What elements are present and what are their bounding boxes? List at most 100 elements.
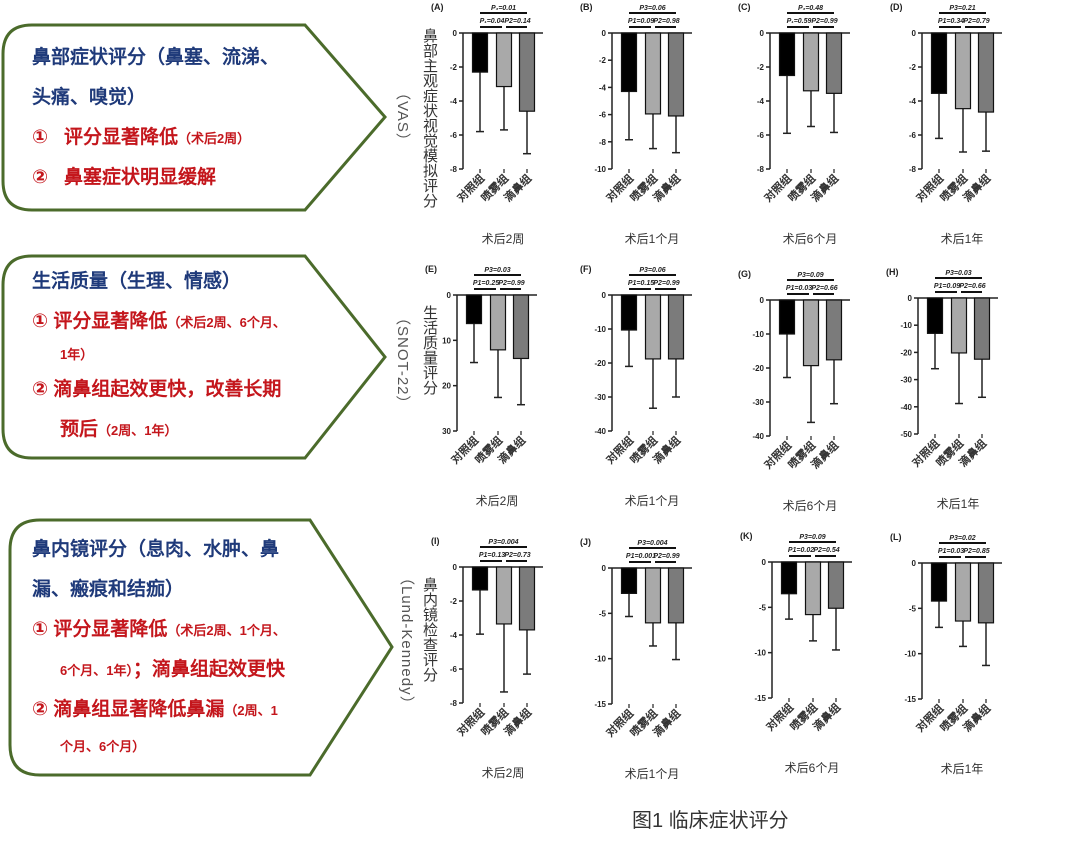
p3-label: P3=0.02 — [949, 535, 975, 542]
bar-1 — [778, 299, 796, 335]
x-axis-title: 术后1年 — [941, 762, 984, 776]
y-tick-label: -5 — [909, 604, 917, 613]
p2-label: P2=0.99 — [653, 280, 679, 287]
callout-3-title-line-2: 漏、瘢痕和结痂） — [32, 579, 185, 600]
point-text: 滴鼻组起效更快，改善长期 — [53, 379, 282, 400]
p1-label: P1=0.09 — [628, 18, 654, 25]
bar-1 — [620, 32, 638, 93]
callout-nasal-symptoms — [1, 23, 387, 212]
y-tick-label: 0 — [602, 29, 607, 38]
p1-label: P₁=0.59 — [787, 18, 812, 25]
bar-1 — [778, 32, 796, 77]
row-2-ylabel: 生活质量评分 — [421, 305, 438, 395]
callout-2-point-2: ② 滴鼻组起效更快，改善长期 — [32, 378, 281, 402]
bar-2 — [802, 299, 820, 367]
callout-2-point-2-cont: 预后（2周、1年） — [60, 418, 177, 443]
callout-1-title-line-2: 头痛、嗅觉） — [32, 87, 147, 108]
p2-label: P2=0.79 — [963, 18, 989, 25]
bar-1 — [471, 566, 489, 591]
y-tick-label: -10 — [754, 649, 766, 658]
bar-2 — [644, 294, 662, 360]
x-axis-title: 术后2周 — [482, 232, 525, 246]
y-tick-label: -4 — [757, 97, 765, 106]
y-tick-label: -20 — [900, 348, 912, 357]
x-axis-title: 术后1个月 — [625, 767, 680, 781]
callout-1-title-line-1: 鼻部症状评分（鼻塞、流涕、 — [32, 47, 280, 68]
y-tick-label: -8 — [450, 699, 458, 708]
p2-label: P2=0.14 — [504, 18, 530, 25]
y-tick-label: -4 — [909, 97, 917, 106]
y-tick-label: 0 — [602, 564, 607, 573]
p2-label: P2=0.99 — [653, 553, 679, 560]
x-axis-title: 术后2周 — [482, 766, 525, 780]
bar-3 — [518, 566, 536, 631]
p3-label: P3=0.03 — [484, 267, 510, 274]
p3-label: P3=0.21 — [949, 5, 975, 12]
y-tick-label: -50 — [900, 430, 912, 439]
point-note: （2周、1 — [224, 703, 278, 718]
p1-label: P1=0.03 — [786, 285, 812, 292]
panel-label: (C) — [738, 2, 751, 12]
point-note: （术后2周、6个月、 — [167, 315, 286, 330]
bar-1 — [620, 567, 638, 594]
p3-label: P3=0.03 — [945, 270, 971, 277]
callout-quality-of-life — [1, 254, 387, 460]
x-axis-title: 术后6个月 — [785, 761, 840, 775]
y-tick-label: -2 — [450, 597, 458, 606]
bar-1 — [465, 294, 483, 325]
p3-label: P3=0.09 — [797, 272, 823, 279]
p2-label: P2=0.54 — [813, 547, 839, 554]
panel-label: (G) — [738, 269, 751, 279]
p2-label: P2=0.85 — [963, 548, 989, 555]
point-number: ② — [32, 379, 49, 400]
row-3-ylabel: 鼻内镜检查评分 — [421, 577, 438, 682]
point-text: 评分显著降低 — [53, 311, 168, 332]
y-tick-label: 0 — [602, 291, 607, 300]
point-text: 鼻塞症状明显缓解 — [63, 167, 216, 188]
point-text-cont: ；滴鼻组起效更快 — [132, 659, 285, 680]
p2-label: P2=0.99 — [498, 280, 524, 287]
point-text: 滴鼻组显著降低鼻漏 — [53, 699, 225, 720]
panel-label: (J) — [580, 537, 591, 547]
y-tick-label: -30 — [594, 393, 606, 402]
callout-3-point-2: ② 滴鼻组显著降低鼻漏（2周、1 — [32, 698, 278, 723]
figure-caption: 图1 临床症状评分 — [632, 810, 789, 832]
p3-label: P₃=0.01 — [491, 5, 516, 12]
y-tick-label: -6 — [450, 131, 458, 140]
panel-label: (L) — [890, 532, 902, 542]
bar-1 — [780, 561, 798, 595]
y-tick-label: -5 — [599, 609, 607, 618]
bar-2 — [954, 562, 972, 622]
bar-2 — [489, 294, 507, 351]
bar-3 — [825, 32, 843, 94]
point-text-cont: 预后 — [60, 419, 99, 440]
callout-3-point-1: ① 评分显著降低（术后2周、1个月、 — [32, 618, 286, 643]
bar-1 — [620, 294, 638, 331]
y-tick-label: 0 — [447, 291, 452, 300]
row-1-ylabel: 鼻部主观症状视觉模拟评分 — [421, 28, 438, 208]
bar-2 — [644, 567, 662, 624]
y-tick-label: -6 — [450, 665, 458, 674]
callout-shapes — [1, 23, 394, 777]
y-tick-label: -2 — [450, 63, 458, 72]
y-tick-label: -6 — [909, 131, 917, 140]
bar-1 — [471, 32, 489, 73]
p1-label: P₁=0.04 — [480, 18, 505, 25]
y-tick-label: -15 — [754, 694, 766, 703]
bar-3 — [667, 567, 685, 624]
panel-label: (E) — [425, 264, 437, 274]
y-tick-label: -10 — [594, 165, 606, 174]
y-tick-label: -8 — [757, 165, 765, 174]
callout-3-point-1-cont: 6个月、1年）；滴鼻组起效更快 — [60, 658, 285, 683]
y-tick-label: -6 — [599, 111, 607, 120]
